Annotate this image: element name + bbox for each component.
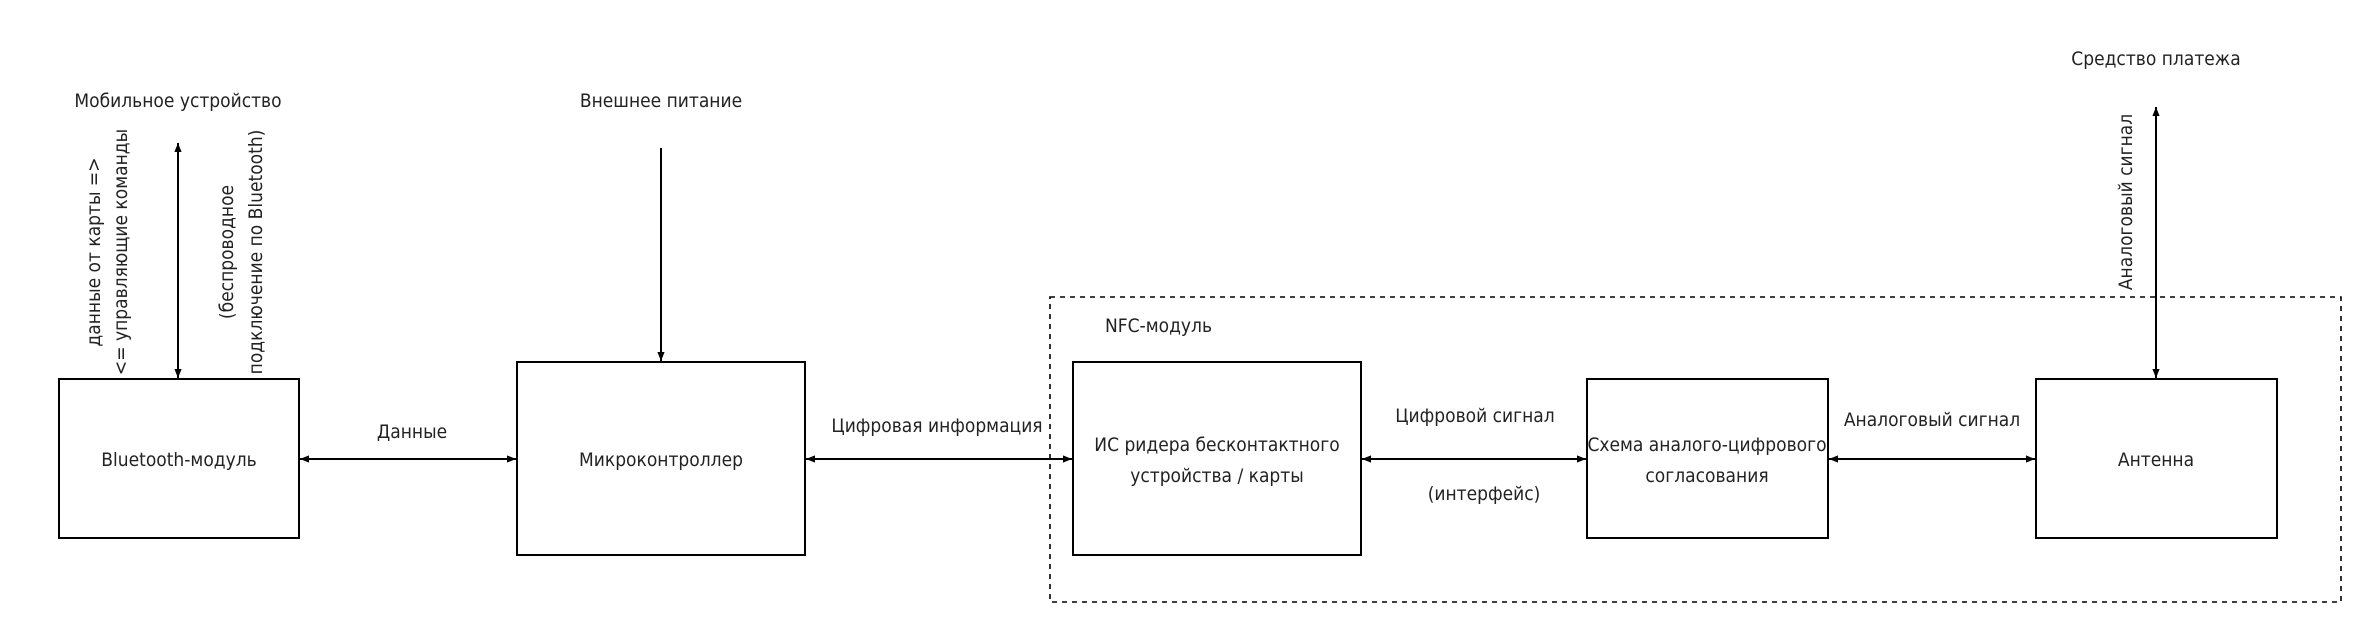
microcontroller-label: Микроконтроллер <box>579 449 743 471</box>
nfc-module-group <box>1049 296 2342 603</box>
antenna-box <box>2035 378 2278 539</box>
ic-reader-box <box>1072 361 1362 556</box>
bt-mcu-edge-label: Данные <box>377 421 447 443</box>
adc-antenna-edge-label: Аналоговый сигнал <box>1844 409 2020 431</box>
adc-matching-box <box>1586 378 1829 539</box>
mobile-left-note-2: <= управляющие команды <box>110 129 132 375</box>
bluetooth-module-box <box>58 378 300 539</box>
nfc-module-label: NFC-модуль <box>1105 315 1212 337</box>
microcontroller-box <box>516 361 806 556</box>
external-power-label: Внешнее питание <box>580 90 742 112</box>
payment-means-label: Средство платежа <box>2071 48 2240 70</box>
bluetooth-module-label: Bluetooth-модуль <box>101 449 256 471</box>
ic-adc-edge-label-top: Цифровой сигнал <box>1395 405 1554 427</box>
mobile-right-note-1: (беспроводное <box>216 185 238 319</box>
antenna-label: Антенна <box>2118 449 2194 471</box>
adc-matching-label-line1: Схема аналого-цифрового <box>1587 434 1826 456</box>
antenna-payment-edge-label: Аналоговый сигнал <box>2115 114 2137 290</box>
mcu-ic-edge-label: Цифровая информация <box>831 415 1042 437</box>
ic-adc-edge-label-bottom: (интерфейс) <box>1428 483 1541 505</box>
mobile-device-label: Мобильное устройство <box>74 90 281 112</box>
mobile-right-note-2: подключение по Bluetooth) <box>245 130 267 375</box>
ic-reader-label-line1: ИС ридера бесконтактного <box>1094 434 1339 456</box>
mobile-left-note-1: данные от карты => <box>83 157 105 346</box>
adc-matching-label-line2: согласования <box>1645 465 1768 487</box>
ic-reader-label-line2: устройства / карты <box>1130 465 1304 487</box>
